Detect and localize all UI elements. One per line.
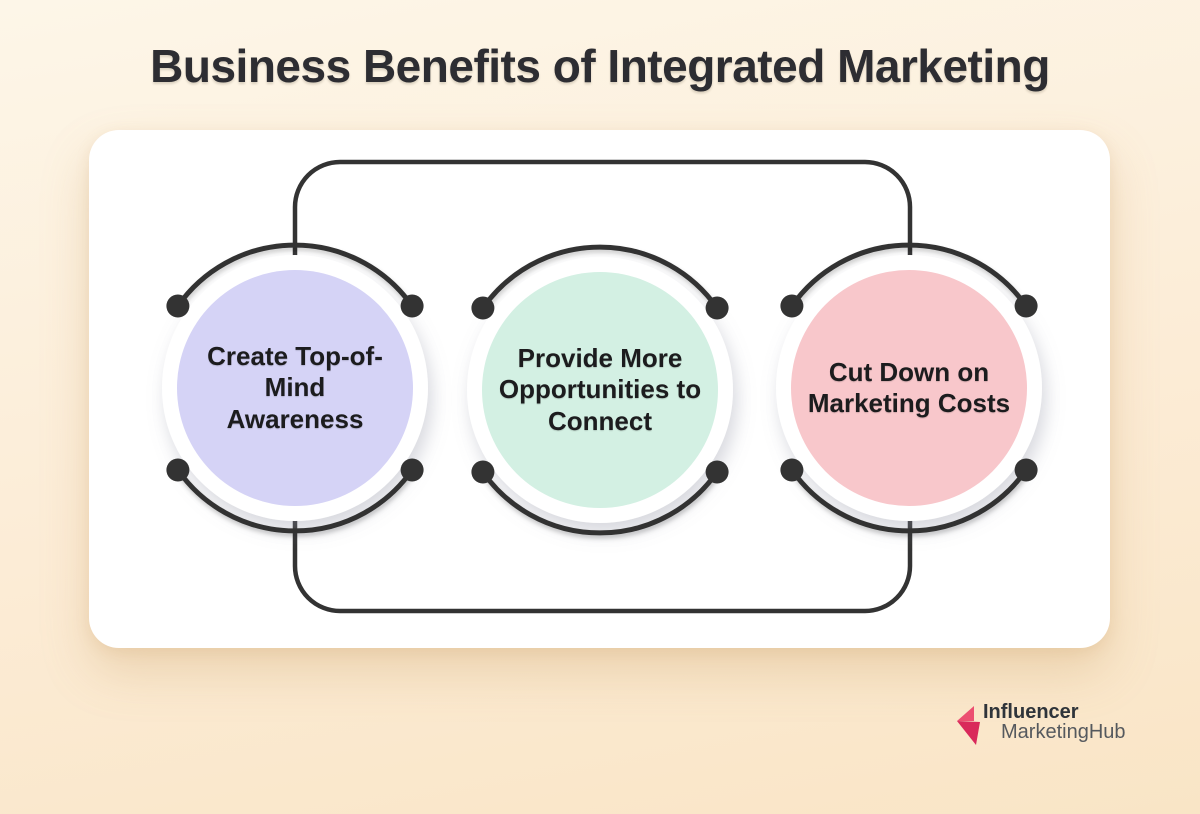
logo-line2: MarketingHub (1001, 721, 1126, 743)
node-dots (780, 294, 1038, 482)
node-arcs (789, 242, 1029, 534)
node-awareness (162, 242, 428, 534)
node-connect (467, 244, 733, 536)
benefit-label-costs: Cut Down on Marketing Costs (807, 356, 1011, 418)
page-title: Business Benefits of Integrated Marketin… (150, 40, 1050, 92)
node-disc (791, 270, 1027, 506)
node-arcs (175, 242, 415, 534)
benefit-label-awareness: Create Top-of-Mind Awareness (207, 341, 383, 434)
logo-line1: Influencer (983, 701, 1079, 723)
logo-arrow-icon (957, 706, 980, 745)
node-disc (177, 270, 413, 506)
node-arcs (480, 244, 720, 536)
node-dots (166, 294, 424, 482)
benefit-label-connect: Provide More Opportunities to Connect (498, 343, 702, 436)
node-costs (776, 242, 1042, 534)
node-disc (482, 272, 718, 508)
influencer-marketinghub-logo: Influencer MarketingHub (957, 702, 1126, 745)
node-dots (471, 296, 729, 484)
logo-text: Influencer MarketingHub (983, 702, 1126, 742)
